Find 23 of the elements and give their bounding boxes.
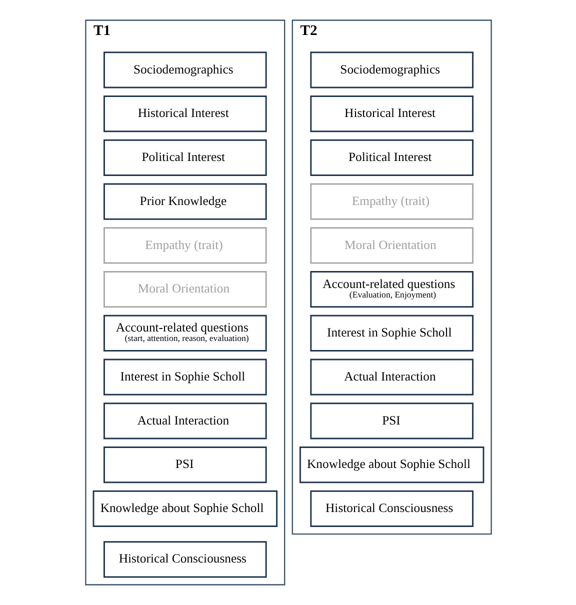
node-box: Prior Knowledge xyxy=(103,183,266,220)
node-box: Account-related questions (start, attention, reason, evaluation) xyxy=(103,314,266,352)
node-box: Historical Consciousness xyxy=(103,541,266,578)
node-box: Knowledge about Sophie Scholl xyxy=(298,446,484,484)
node-box: Actual Interaction xyxy=(103,402,266,440)
node-box: Historical Consciousness xyxy=(310,490,473,527)
node-box: Empathy (trait) xyxy=(103,227,266,264)
node-box: Historical Interest xyxy=(310,96,473,132)
node-box: PSI xyxy=(310,402,473,440)
node-box: PSI xyxy=(103,446,266,484)
node-box: Moral Orientation xyxy=(310,227,473,264)
node-box: Account-related questions (Evaluation, Enjoyment) xyxy=(310,271,473,308)
node-box: Interest in Sophie Scholl xyxy=(310,314,473,352)
node-box: Political Interest xyxy=(310,139,473,176)
node-box: Interest in Sophie Scholl xyxy=(103,358,266,396)
node-box: Sociodemographics xyxy=(103,52,266,88)
node-box: Moral Orientation xyxy=(103,271,266,308)
node-box: Historical Interest xyxy=(103,96,266,132)
node-box: Empathy (trait) xyxy=(310,183,473,220)
node-box: Sociodemographics xyxy=(310,52,473,88)
node-box: Knowledge about Sophie Scholl xyxy=(92,490,278,527)
node-box: Actual Interaction xyxy=(310,358,473,396)
node-box: Political Interest xyxy=(103,139,266,176)
